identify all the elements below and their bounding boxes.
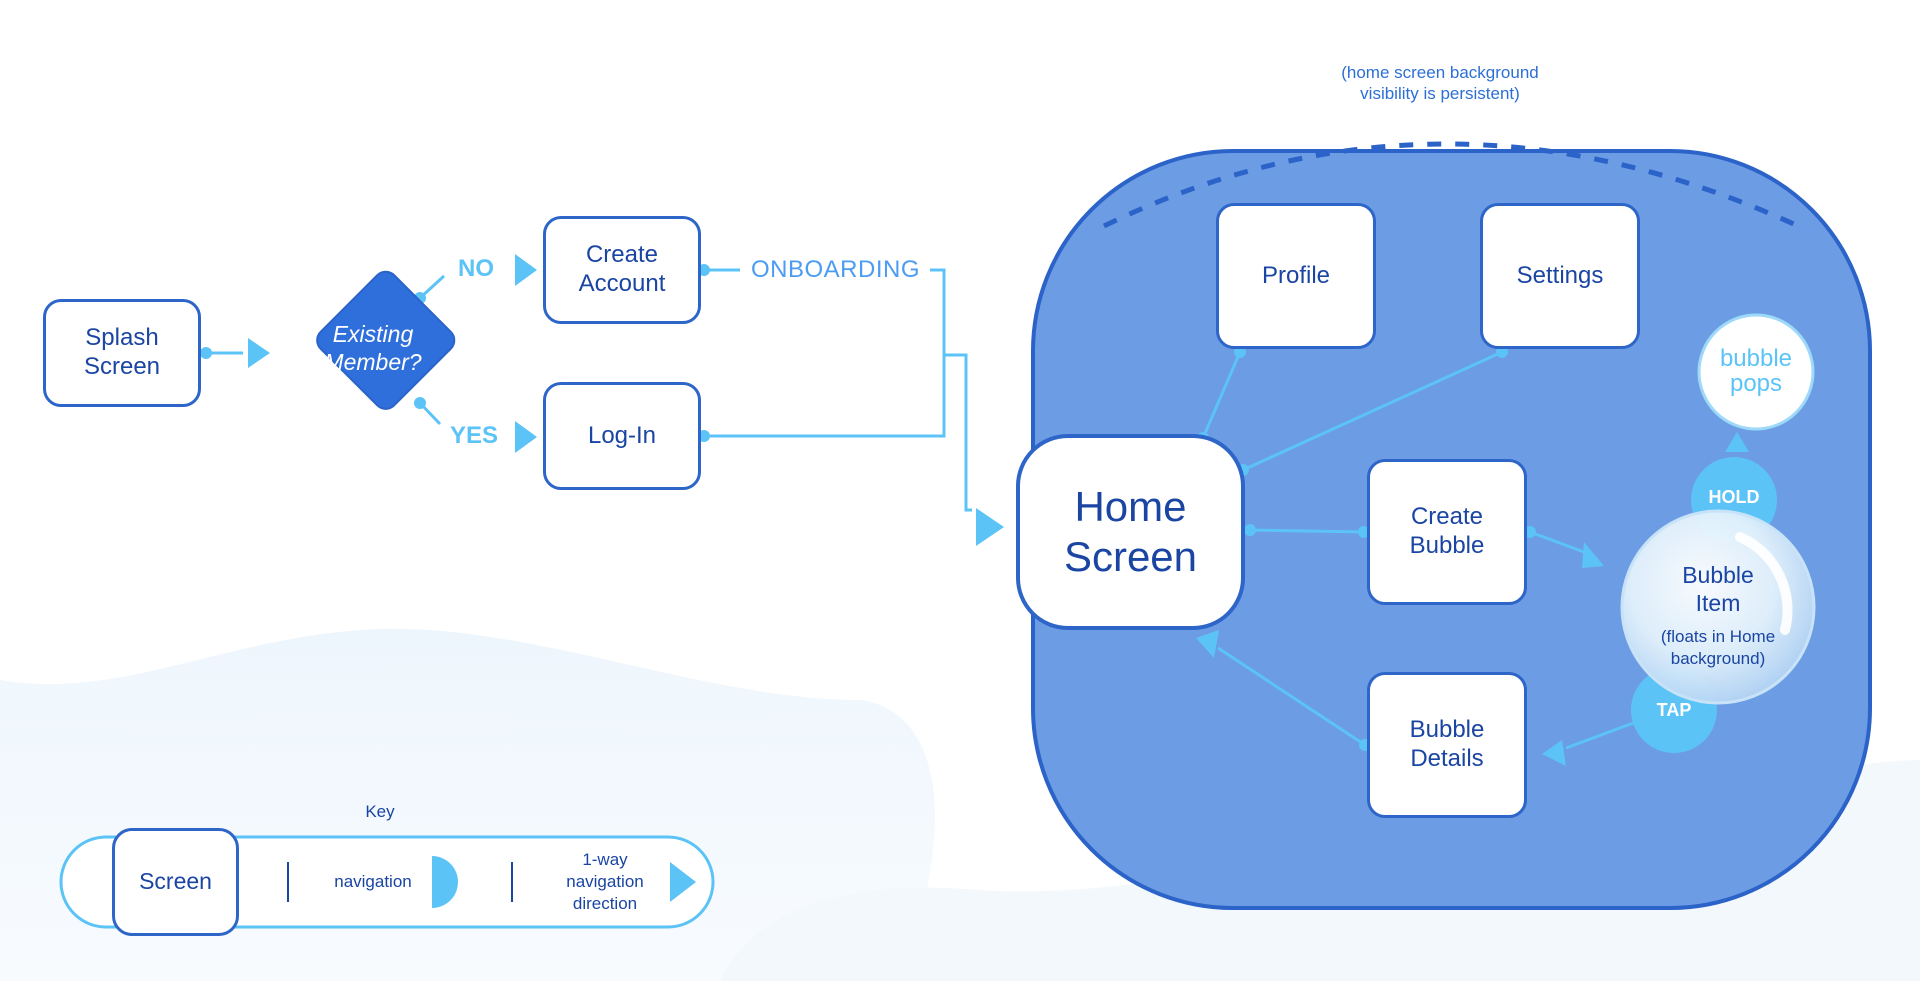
- connectors-left: [207, 268, 972, 512]
- connector-dot-decision-yes: [414, 397, 426, 409]
- create-bubble-label: Create Bubble: [1409, 503, 1485, 559]
- connector-dot-home-c: [1244, 524, 1256, 536]
- key-screen-label: Screen: [139, 868, 212, 895]
- bubble-pops-circle: [1697, 313, 1815, 431]
- arrowhead-to-pops: [1725, 432, 1749, 452]
- key-screen-sample: Screen: [112, 828, 239, 936]
- connector-dot-settings: [1496, 346, 1508, 358]
- bubble-item-highlight: [1735, 532, 1793, 635]
- arrowhead-yes: [515, 421, 537, 453]
- edge-home-to-settings: [1242, 350, 1503, 472]
- splash-screen-node: Splash Screen: [43, 299, 201, 407]
- connector-dot-splash: [200, 347, 212, 359]
- edge-details-to-home: [1217, 646, 1366, 747]
- splash-screen-label: Splash Screen: [83, 324, 161, 380]
- arrowhead-to-details: [1542, 740, 1566, 766]
- key-title: Key: [365, 802, 395, 821]
- edge-home-to-profile: [1201, 351, 1242, 439]
- decision-diamond: [316, 270, 456, 410]
- arrowheads-home: [1196, 432, 1749, 766]
- connector-dot-profile: [1234, 346, 1246, 358]
- arrowhead-no: [515, 254, 537, 286]
- connector-dot-create-bubble-right: [1524, 526, 1536, 538]
- profile-node: Profile: [1216, 203, 1376, 349]
- edge-login-to-home: [704, 355, 946, 438]
- bubble-details-node: Bubble Details: [1367, 672, 1527, 818]
- settings-label: Settings: [1516, 261, 1604, 289]
- edge-create-bubble-to-item: [1529, 530, 1585, 554]
- edge-tap-to-details: [1565, 720, 1637, 750]
- key-navigation-connector-icon: [432, 856, 458, 908]
- arrowhead-to-bubble-item: [1582, 542, 1604, 568]
- connectors-home: [1201, 350, 1739, 750]
- bubble-pops-label: bubble pops: [1719, 345, 1793, 398]
- log-in-node: Log-In: [543, 382, 701, 490]
- connector-dot-login: [698, 430, 710, 442]
- key-direction-arrow-icon: [670, 862, 696, 902]
- create-bubble-node: Create Bubble: [1367, 459, 1527, 605]
- key-navigation-label: navigation: [334, 872, 412, 891]
- home-screen-label: Home Screen: [1063, 483, 1198, 580]
- settings-node: Settings: [1480, 203, 1640, 349]
- connector-dots-left: [200, 264, 710, 442]
- profile-label: Profile: [1261, 261, 1331, 289]
- create-account-label: Create Account: [578, 241, 666, 297]
- arrowhead-to-decision: [248, 338, 270, 368]
- onboarding-label: ONBOARDING: [750, 256, 920, 283]
- connector-dot-create-account: [698, 264, 710, 276]
- create-account-node: Create Account: [543, 216, 701, 324]
- branch-no-label: NO: [458, 255, 494, 282]
- edge-onboarding-to-home: [930, 268, 972, 512]
- bubble-details-label: Bubble Details: [1409, 716, 1485, 772]
- arrowhead-to-home: [976, 508, 1004, 546]
- home-screen-node: Home Screen: [1016, 434, 1245, 630]
- arrowhead-to-home: [1196, 630, 1219, 658]
- background-visibility-note: (home screen background visibility is pe…: [1341, 63, 1539, 104]
- key-direction-label: 1-way navigation direction: [566, 850, 644, 914]
- arrowheads-left: [248, 254, 1004, 546]
- existing-member-label: Existing Member?: [324, 321, 422, 375]
- edge-home-to-create-bubble: [1249, 528, 1365, 534]
- tap-gesture-label: TAP: [1656, 700, 1692, 720]
- bubble-item-note: (floats in Home background): [1660, 627, 1776, 669]
- log-in-label: Log-In: [587, 421, 657, 449]
- branch-yes-label: YES: [449, 422, 499, 449]
- hold-gesture-label: HOLD: [1708, 487, 1760, 507]
- bubble-item-label: Bubble Item: [1682, 562, 1754, 616]
